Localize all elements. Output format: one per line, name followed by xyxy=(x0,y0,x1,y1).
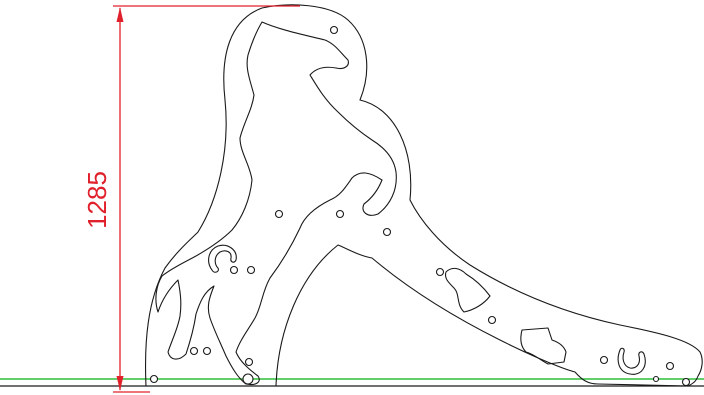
mounting-hole xyxy=(149,374,159,384)
dimension-arrow-bottom xyxy=(116,376,124,391)
mounting-hole xyxy=(189,346,199,356)
panel-outline xyxy=(144,4,703,387)
mounting-hole xyxy=(652,375,660,383)
mounting-hole xyxy=(599,355,609,365)
mounting-hole xyxy=(229,265,239,275)
mounting-hole xyxy=(242,373,254,385)
mounting-hole xyxy=(244,357,254,367)
horseshoe-icon xyxy=(208,244,237,273)
mounting-hole xyxy=(665,361,675,371)
mounting-hole xyxy=(246,265,256,275)
cowboy-boot-icon xyxy=(520,327,567,365)
horseshoe-icon xyxy=(617,347,646,375)
mounting-hole xyxy=(335,209,345,219)
mounting-hole xyxy=(274,209,284,219)
height-dimension-label: 1285 xyxy=(82,171,112,229)
chute-inner-contour xyxy=(275,244,689,387)
mounting-hole xyxy=(202,346,212,356)
mounting-hole xyxy=(329,25,339,35)
horse-head-icon xyxy=(444,267,491,313)
mounting-hole xyxy=(487,315,497,325)
mounting-hole xyxy=(435,267,445,277)
mounting-hole xyxy=(681,377,691,387)
dimension-arrow-top xyxy=(116,7,124,22)
horse-silhouette-icon xyxy=(155,21,397,386)
mounting-hole xyxy=(382,227,392,237)
